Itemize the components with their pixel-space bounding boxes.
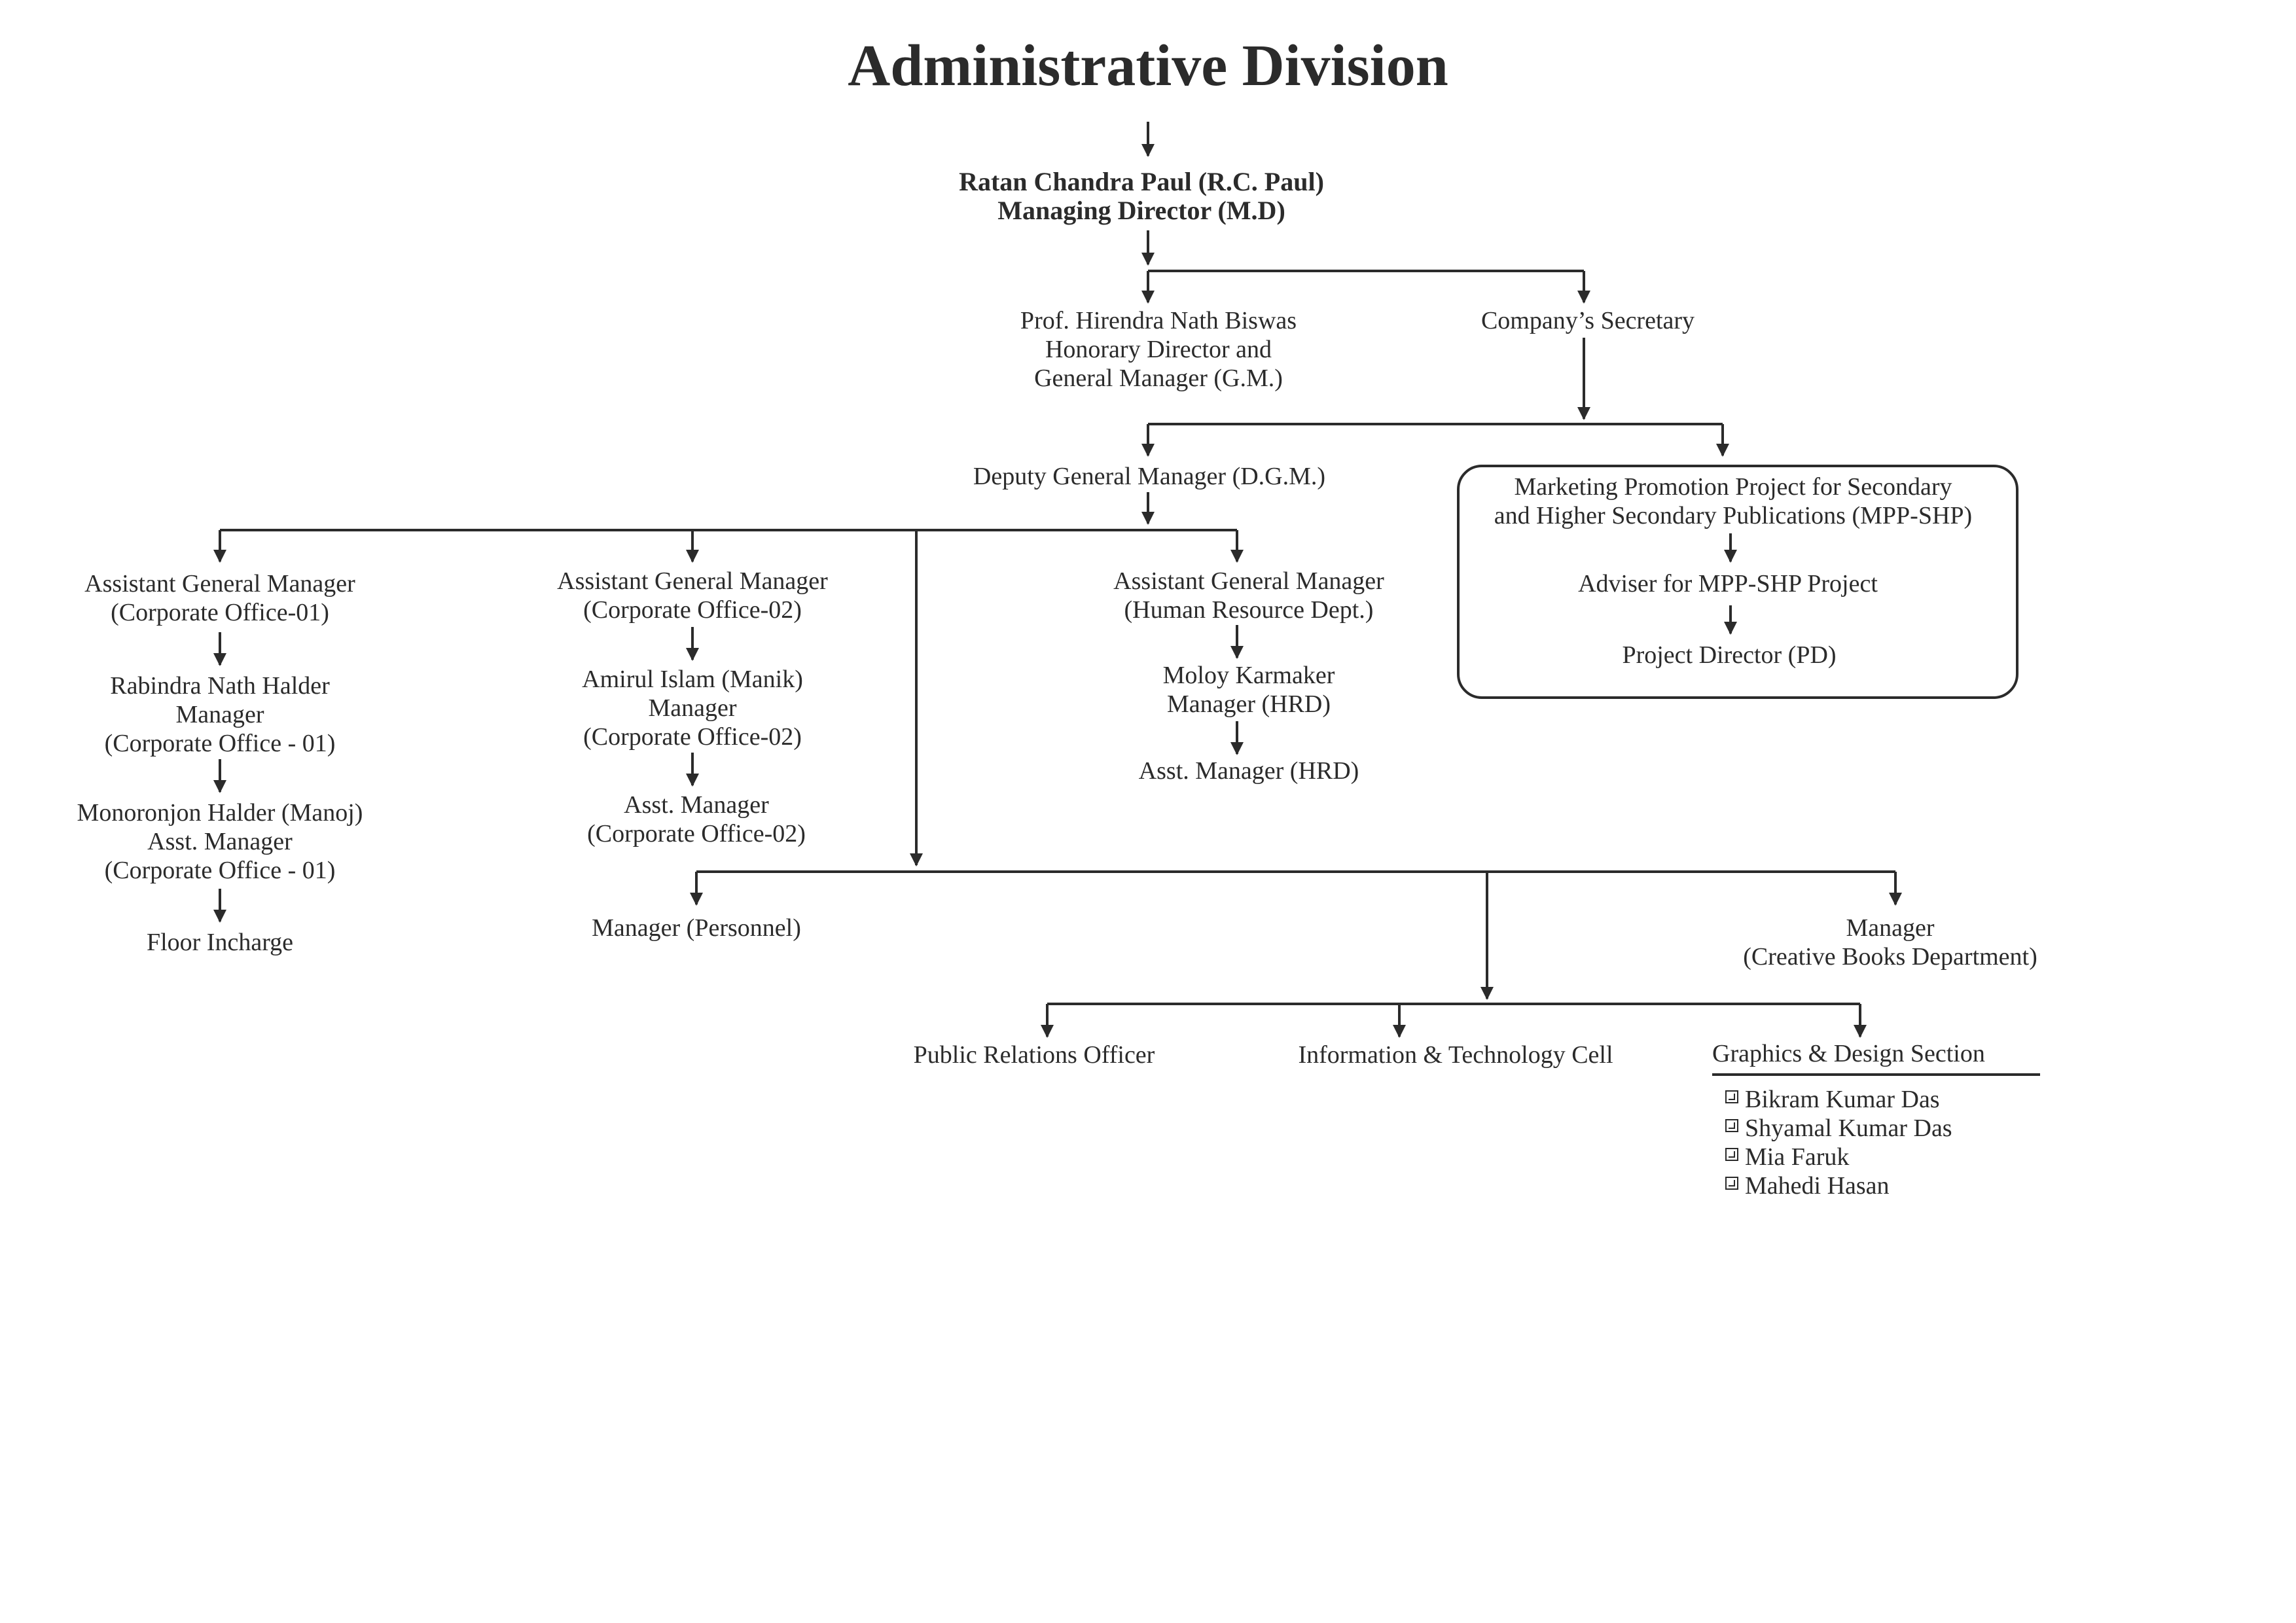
it-cell-node: Information & Technology Cell: [1298, 1041, 1613, 1069]
agm-corporate-office-02-node: Assistant General Manager (Corporate Off…: [557, 567, 828, 624]
mpp-adviser-node: Adviser for MPP-SHP Project: [1578, 570, 1878, 597]
agm2-manager-role: Manager: [648, 694, 737, 722]
list-item: Mahedi Hasan: [1725, 1171, 1952, 1200]
member-name: Bikram Kumar Das: [1745, 1086, 1940, 1113]
agm2-manager-name: Amirul Islam (Manik): [582, 666, 803, 693]
agm1-manager-role: Manager: [175, 701, 264, 728]
list-item: Bikram Kumar Das: [1725, 1085, 1952, 1114]
checkbox-bullet-icon: [1725, 1177, 1738, 1190]
agm-hr-subtitle: (Human Resource Dept.): [1124, 596, 1374, 624]
hr-asst-manager-node: Asst. Manager (HRD): [1138, 757, 1359, 785]
checkbox-bullet-icon: [1725, 1119, 1738, 1132]
gm-line-1: Prof. Hirendra Nath Biswas: [1020, 307, 1297, 334]
managing-director-node: Ratan Chandra Paul (R.C. Paul) Managing …: [959, 168, 1324, 225]
agm1-asst-name: Monoronjon Halder (Manoj): [77, 799, 363, 827]
checkbox-bullet-icon: [1725, 1148, 1738, 1161]
manager-personnel-node: Manager (Personnel): [592, 914, 801, 942]
agm-hr-title: Assistant General Manager: [1113, 567, 1384, 595]
list-item: Mia Faruk: [1725, 1143, 1952, 1171]
agm2-asst-manager-node: Asst. Manager (Corporate Office-02): [587, 791, 806, 848]
gm-line-2: Honorary Director and: [1045, 336, 1272, 363]
graphics-design-underline: [1712, 1073, 2040, 1076]
hr-manager-role: Manager (HRD): [1166, 690, 1331, 718]
graphics-design-title: Graphics & Design Section: [1712, 1040, 1985, 1067]
hr-manager-name: Moloy Karmaker: [1162, 662, 1335, 689]
agm1-asst-office: (Corporate Office - 01): [104, 857, 336, 884]
agm2-title: Assistant General Manager: [557, 567, 828, 595]
mpp-line-2: and Higher Secondary Publications (MPP-S…: [1494, 502, 1973, 529]
manager-creative-books-node: Manager (Creative Books Department): [1743, 914, 2037, 971]
member-name: Mahedi Hasan: [1745, 1172, 1890, 1200]
page-title: Administrative Division: [848, 33, 1448, 98]
md-designation: Managing Director (M.D): [997, 196, 1285, 225]
project-director-node: Project Director (PD): [1622, 641, 1837, 669]
graphics-design-members: Bikram Kumar Das Shyamal Kumar Das Mia F…: [1725, 1085, 1952, 1200]
agm2-subtitle: (Corporate Office-02): [583, 596, 802, 624]
agm2-manager-office: (Corporate Office-02): [583, 723, 802, 751]
list-item: Shyamal Kumar Das: [1725, 1114, 1952, 1143]
deputy-general-manager-node: Deputy General Manager (D.G.M.): [973, 463, 1326, 490]
agm2-manager-node: Amirul Islam (Manik) Manager (Corporate …: [582, 665, 803, 751]
md-name: Ratan Chandra Paul (R.C. Paul): [959, 167, 1324, 196]
member-name: Mia Faruk: [1745, 1143, 1850, 1171]
agm2-asst-role: Asst. Manager: [624, 791, 769, 819]
creative-line-2: (Creative Books Department): [1743, 943, 2037, 971]
member-name: Shyamal Kumar Das: [1745, 1115, 1952, 1142]
agm1-subtitle: (Corporate Office-01): [111, 599, 329, 626]
floor-incharge-node: Floor Incharge: [146, 929, 294, 956]
hr-manager-node: Moloy Karmaker Manager (HRD): [1163, 661, 1335, 719]
creative-line-1: Manager: [1846, 914, 1935, 942]
agm-human-resource-node: Assistant General Manager (Human Resourc…: [1113, 567, 1384, 624]
mpp-line-1: Marketing Promotion Project for Secondar…: [1514, 473, 1952, 501]
agm1-manager-node: Rabindra Nath Halder Manager (Corporate …: [105, 671, 336, 758]
general-manager-node: Prof. Hirendra Nath Biswas Honorary Dire…: [1020, 306, 1297, 393]
agm1-asst-role: Asst. Manager: [147, 828, 293, 855]
mpp-shp-box: [1457, 465, 2018, 699]
checkbox-bullet-icon: [1725, 1090, 1738, 1103]
agm1-manager-name: Rabindra Nath Halder: [110, 672, 330, 700]
public-relations-officer-node: Public Relations Officer: [913, 1041, 1155, 1069]
agm1-manager-office: (Corporate Office - 01): [104, 730, 336, 757]
agm-corporate-office-01-node: Assistant General Manager (Corporate Off…: [84, 569, 355, 627]
agm2-asst-office: (Corporate Office-02): [587, 820, 806, 847]
gm-line-3: General Manager (G.M.): [1034, 365, 1283, 392]
graphics-design-section: Graphics & Design Section Bikram Kumar D…: [1712, 1039, 2046, 1209]
mpp-shp-title: Marketing Promotion Project for Secondar…: [1494, 473, 1972, 530]
company-secretary-node: Company’s Secretary: [1480, 307, 1695, 334]
agm1-title: Assistant General Manager: [84, 570, 355, 597]
agm1-asst-manager-node: Monoronjon Halder (Manoj) Asst. Manager …: [77, 798, 363, 885]
